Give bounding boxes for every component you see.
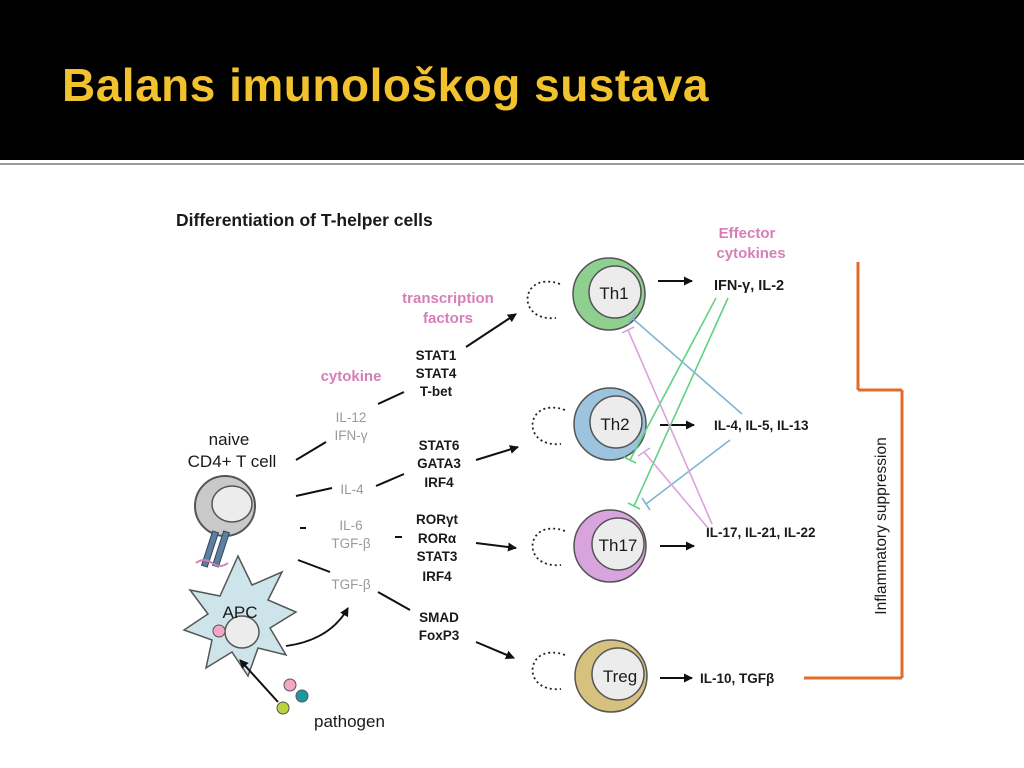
transcription-factors-header-line1: transcription	[402, 290, 494, 307]
th2-cell	[573, 387, 647, 461]
cytokine-to-tf-lines	[375, 391, 411, 611]
treg-cell-label: Treg	[603, 667, 637, 686]
pathogen-to-apc-arrow	[239, 659, 279, 703]
tf-th2-stat6: STAT6	[419, 438, 460, 453]
treg-cell	[574, 639, 648, 713]
th1-cell-label: Th1	[599, 284, 628, 303]
effector-th17: IL-17, IL-21, IL-22	[706, 525, 816, 540]
naive-to-cytokine-lines	[295, 441, 333, 573]
slide-header	[0, 0, 1024, 160]
th1-cell	[572, 257, 646, 331]
apc-label: APC	[223, 603, 258, 622]
tf-th17-rora: RORα	[418, 531, 457, 546]
suppression-bracket	[804, 262, 904, 680]
pathogen-particles	[276, 678, 309, 715]
tf-th17-stat3: STAT3	[417, 549, 458, 564]
effector-th1: IFN-γ, IL-2	[714, 278, 784, 294]
naive-t-cell	[194, 475, 256, 537]
cytokine-th2: IL-4	[340, 482, 364, 497]
tf-th17-rorgt: RORγt	[416, 512, 459, 527]
th17-cell	[573, 509, 647, 583]
tf-th17-irf4: IRF4	[422, 569, 452, 584]
tf-treg-foxp3: FoxP3	[419, 628, 460, 643]
effector-treg: IL-10, TGFβ	[700, 671, 774, 686]
cell-to-effector-arrows	[658, 276, 695, 683]
suppression-label: Inflammatory suppression	[873, 437, 890, 614]
tf-th1-stat1: STAT1	[416, 348, 457, 363]
naive-cell-label-line2: CD4+ T cell	[188, 452, 277, 471]
cytokine-treg: TGF-β	[331, 577, 370, 592]
slide-title: Balans imunološkog sustava	[62, 59, 709, 111]
cytokine-th1-line1: IL-12	[336, 410, 367, 425]
naive-cell-label-line1: naive	[209, 430, 250, 449]
cytokine-header: cytokine	[321, 368, 382, 385]
tf-treg-smad: SMAD	[419, 610, 459, 625]
apc-to-cytokine-arrow	[285, 607, 349, 647]
cytokine-th1-line2: IFN-γ	[335, 428, 368, 443]
pathogen-label: pathogen	[314, 712, 385, 731]
apc-cell	[182, 554, 298, 678]
th17-cell-label: Th17	[599, 536, 638, 555]
tf-to-cell-arrows	[465, 313, 519, 660]
header-divider	[0, 163, 1024, 165]
effector-cytokines-header-line2: cytokines	[716, 245, 785, 262]
effector-th2: IL-4, IL-5, IL-13	[714, 418, 809, 433]
cross-inhibition-lines	[621, 297, 743, 529]
transcription-factors-header-line2: factors	[423, 310, 473, 327]
cytokine-th17-line1: IL-6	[339, 518, 362, 533]
tf-th2-irf4: IRF4	[424, 475, 454, 490]
cytokine-th17-line2: TGF-β	[331, 536, 370, 551]
self-renewal-loops	[526, 280, 566, 690]
diagram-title: Differentiation of T-helper cells	[176, 210, 433, 230]
tf-th2-gata3: GATA3	[417, 456, 461, 471]
th2-cell-label: Th2	[600, 415, 629, 434]
tf-th1-stat4: STAT4	[416, 366, 457, 381]
tf-th1-tbet: T-bet	[420, 384, 453, 399]
effector-cytokines-header-line1: Effector	[719, 225, 776, 242]
tcr-mhc-link	[195, 530, 231, 568]
